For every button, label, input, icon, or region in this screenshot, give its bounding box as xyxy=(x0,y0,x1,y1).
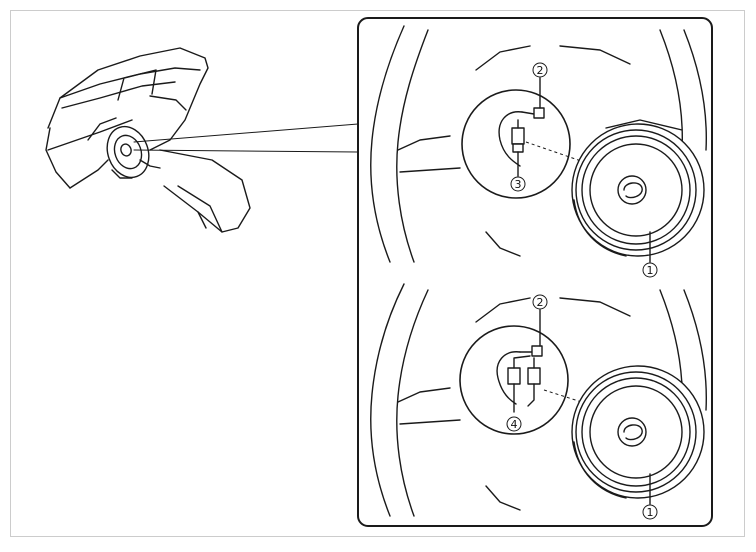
dashboard-overview xyxy=(45,47,251,233)
callout-1-top: 1 xyxy=(647,264,654,277)
top-panel: 2 3 1 xyxy=(370,25,707,278)
callout-2-top: 2 xyxy=(537,64,544,77)
bottom-panel: 2 4 1 xyxy=(370,283,707,520)
callout-2-bottom: 2 xyxy=(537,296,544,309)
callout-3: 3 xyxy=(515,178,522,191)
callout-1-bottom: 1 xyxy=(647,506,654,519)
top-airbag-module xyxy=(571,123,705,263)
bottom-callouts: 2 4 1 xyxy=(506,294,658,520)
leader-lines xyxy=(133,123,359,153)
outer-frame xyxy=(10,10,745,537)
top-dash-line xyxy=(525,141,585,163)
callout-4: 4 xyxy=(511,418,518,431)
bottom-airbag-module xyxy=(571,365,705,505)
top-wiring xyxy=(498,77,545,177)
top-callouts: 2 3 1 xyxy=(510,62,658,278)
bottom-wiring xyxy=(496,309,543,413)
